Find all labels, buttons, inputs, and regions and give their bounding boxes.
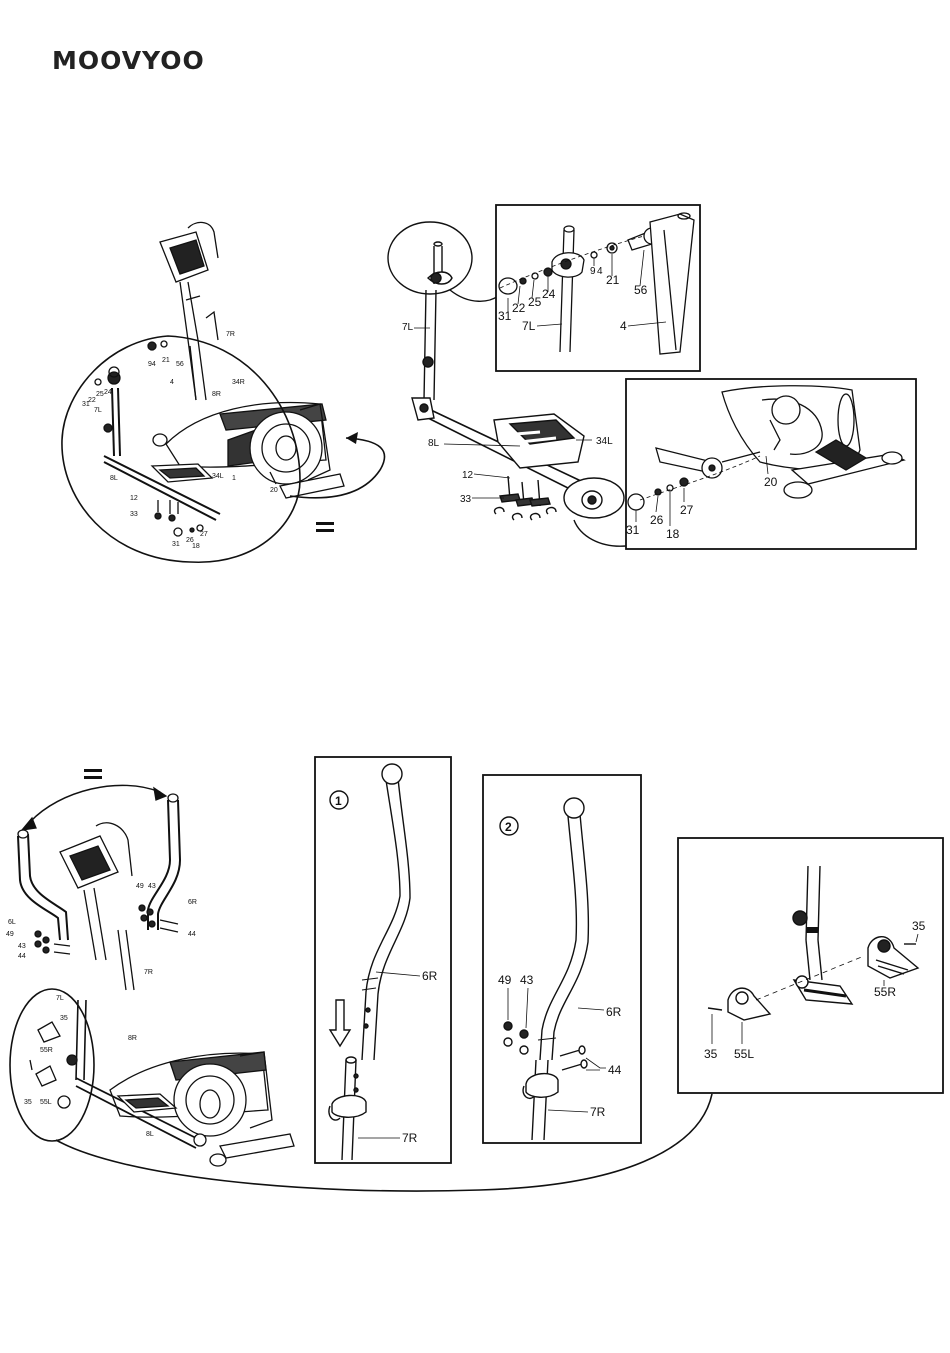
label-49-box2: 49 (498, 973, 512, 987)
label-8L: 8L (110, 475, 118, 482)
label-43-left: 43 (18, 943, 26, 950)
label-21-top: 21 (606, 273, 620, 287)
label-55R-box3: 55R (874, 985, 896, 999)
label-56: 56 (176, 361, 184, 368)
label-27-bottom: 27 (680, 503, 694, 517)
label-8L-main: 8L (428, 438, 440, 449)
label-94: 94 (148, 361, 156, 368)
label-31-bottom: 31 (626, 523, 640, 537)
label-49-right: 49 (136, 883, 144, 890)
label-44-right: 44 (188, 931, 196, 938)
label-6R: 6R (188, 899, 197, 906)
label-55L: 55L (40, 1099, 52, 1106)
label-34R: 34R (232, 379, 245, 386)
label-44-left: 44 (18, 953, 26, 960)
label-1: 1 (232, 475, 236, 482)
label-24-top: 24 (542, 287, 556, 301)
label-6R-box2: 6R (606, 1005, 622, 1019)
label-34L: 34L (212, 473, 224, 480)
label-7L-main: 7L (402, 322, 414, 333)
equals-sign-a (316, 522, 334, 532)
label-25: 25 (96, 391, 104, 398)
label-26-bottom: 26 (650, 513, 664, 527)
label-18: 18 (192, 543, 200, 550)
label-43-box2: 43 (520, 973, 534, 987)
label-34L-main: 34L (596, 436, 613, 447)
label-7R: 7R (144, 969, 153, 976)
label-55R: 55R (40, 1047, 53, 1054)
label-7L-top: 7L (522, 319, 536, 333)
label-33: 33 (130, 511, 138, 518)
label-35-top: 35 (60, 1015, 68, 1022)
step-b-overview-machine (18, 785, 294, 1166)
label-35-bottom: 35 (24, 1099, 32, 1106)
label-8R-b: 8R (128, 1035, 137, 1042)
label-7R-box2: 7R (590, 1105, 606, 1119)
label-33-main: 33 (460, 494, 472, 505)
label-31b: 31 (172, 541, 180, 548)
label-4-top-small: 4 (597, 266, 603, 277)
label-44-box2: 44 (608, 1063, 622, 1077)
label-20: 20 (270, 487, 278, 494)
label-20-bottom: 20 (764, 475, 778, 489)
label-49-left: 49 (6, 931, 14, 938)
label-21: 21 (162, 357, 170, 364)
label-6R-box1: 6R (422, 969, 438, 983)
label-6L: 6L (8, 919, 16, 926)
label-8L-b: 8L (146, 1131, 154, 1138)
label-7L-b: 7L (56, 995, 64, 1002)
label-27: 27 (200, 531, 208, 538)
label-55L-box3: 55L (734, 1047, 754, 1061)
label-8R: 8R (212, 391, 221, 398)
label-35-box3-top: 35 (912, 919, 926, 933)
label-35-box3-bottom: 35 (704, 1047, 718, 1061)
label-7R: 7R (226, 331, 235, 338)
label-4-top: 4 (620, 319, 627, 333)
label-12-main: 12 (462, 470, 474, 481)
label-4: 4 (170, 379, 174, 386)
label-12: 12 (130, 495, 138, 502)
label-43-right: 43 (148, 883, 156, 890)
box-2-number: 2 (505, 820, 512, 834)
label-7R-box1: 7R (402, 1131, 418, 1145)
label-9-top: 9 (590, 266, 596, 277)
label-31-top: 31 (498, 309, 512, 323)
step-a-overview-machine (95, 222, 344, 536)
label-24: 24 (104, 389, 112, 396)
label-18-bottom: 18 (666, 527, 680, 541)
label-56-top: 56 (634, 283, 648, 297)
label-22-top: 22 (512, 301, 526, 315)
box-1-number: 1 (335, 794, 342, 808)
label-25-top: 25 (528, 295, 542, 309)
step-b-detail-oval (10, 989, 94, 1141)
label-31: 31 (82, 401, 90, 408)
label-7L: 7L (94, 407, 102, 414)
equals-sign-b (84, 769, 102, 779)
